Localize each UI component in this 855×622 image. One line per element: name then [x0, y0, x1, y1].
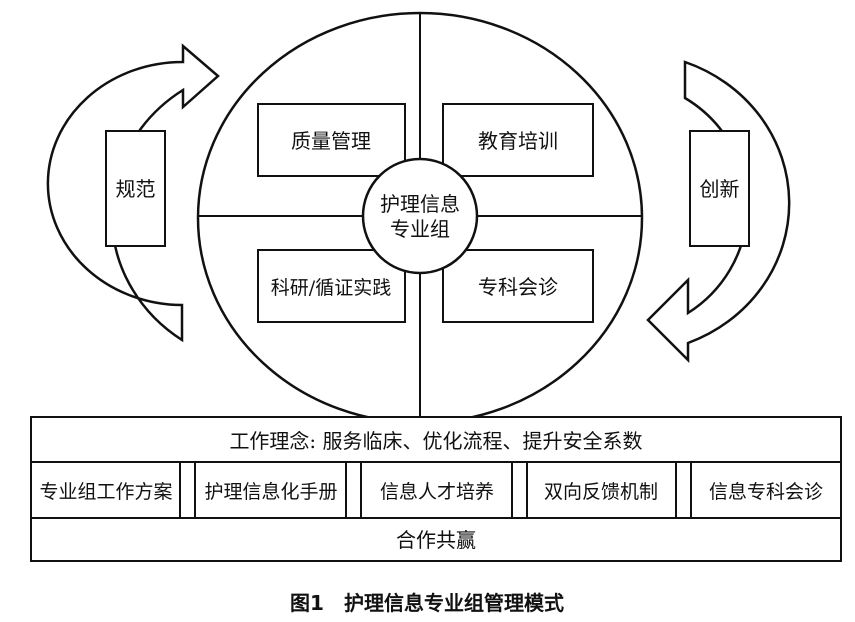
- pillar-label-talent: 信息人才培养: [380, 481, 494, 503]
- standard-box: [105, 130, 166, 247]
- center-label-line2: 专业组: [390, 217, 450, 241]
- philosophy-text: 工作理念: 服务临床、优化流程、提升安全系数: [229, 429, 642, 453]
- specialty-consultation-label: 专科会诊: [478, 275, 558, 299]
- quality-management-label: 质量管理: [291, 129, 371, 153]
- pillar-separators: [179, 462, 692, 518]
- standard-label: 规范: [116, 177, 156, 201]
- education-training-box: [442, 103, 594, 177]
- research-practice-box: [257, 249, 406, 323]
- pillar-label-work-plan: 专业组工作方案: [39, 481, 172, 503]
- base-frame: [30, 416, 842, 562]
- figure-caption: 图1 护理信息专业组管理模式: [290, 591, 564, 615]
- center-circle: [361, 157, 479, 275]
- innovation-box: [689, 130, 750, 247]
- education-training-label: 教育培训: [478, 129, 558, 153]
- innovation-label: 创新: [700, 177, 740, 201]
- research-practice-label: 科研/循证实践: [271, 277, 391, 299]
- foundation-text: 合作共赢: [396, 528, 476, 552]
- quality-management-box: [257, 103, 406, 177]
- specialty-consultation-box: [442, 249, 594, 323]
- center-label-line1: 护理信息: [380, 192, 460, 216]
- pillar-label-consultation: 信息专科会诊: [709, 481, 823, 503]
- pillar-label-handbook: 护理信息化手册: [204, 481, 337, 503]
- pillar-label-feedback: 双向反馈机制: [544, 481, 658, 503]
